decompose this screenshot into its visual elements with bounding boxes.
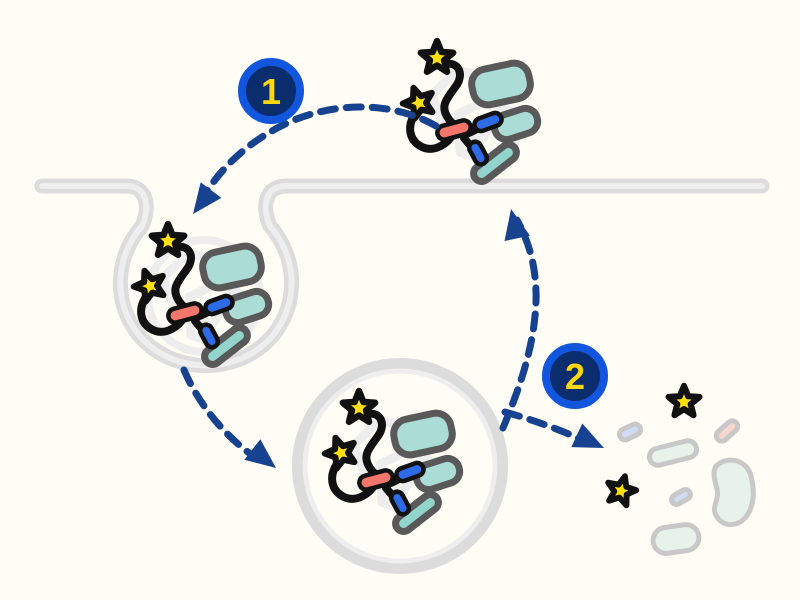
arrowhead-icon xyxy=(244,439,285,479)
badge-number: 1 xyxy=(261,71,281,112)
degraded-fragments xyxy=(604,386,756,556)
internalization-arrow xyxy=(182,103,440,222)
step-2-badge: 2 xyxy=(542,343,608,409)
badge-circle xyxy=(238,58,304,124)
fragment-blob xyxy=(711,457,756,527)
fragment-pill xyxy=(617,421,643,443)
star-icon xyxy=(604,472,639,506)
fragment-pill xyxy=(669,487,693,507)
fragment-pill xyxy=(646,438,700,468)
badge-circle xyxy=(542,343,608,409)
arrowhead-icon xyxy=(498,206,530,242)
badge-number: 2 xyxy=(565,356,585,397)
vesicle-ring-highlight xyxy=(302,368,498,564)
arrowhead-icon xyxy=(182,182,222,222)
star-icon xyxy=(669,386,700,415)
degradation-arrow xyxy=(501,408,610,460)
ligand-complex-extracellular xyxy=(399,41,541,185)
step-1-badge: 1 xyxy=(238,58,304,124)
ligand-complex-in-endosome xyxy=(321,391,463,535)
trafficking-arrow xyxy=(180,366,285,479)
endosome-vesicle xyxy=(292,358,508,574)
arrowhead-icon xyxy=(571,423,610,460)
fragment-blob xyxy=(650,522,702,556)
fragment-pill xyxy=(713,418,741,444)
recycling-arrow xyxy=(498,206,540,432)
vesicle-ring xyxy=(292,358,508,574)
